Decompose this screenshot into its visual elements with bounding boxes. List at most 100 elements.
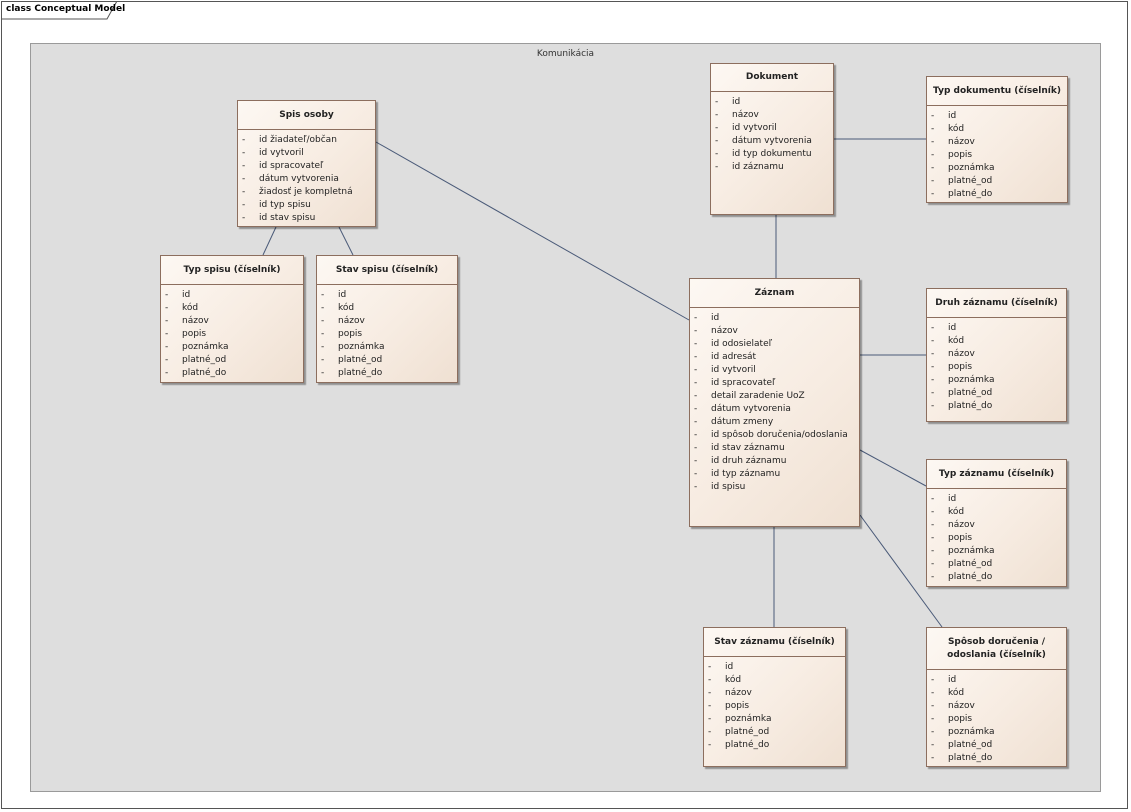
attribute-row: -popis bbox=[931, 714, 973, 724]
attribute-row: -id spôsob doručenia/odoslania bbox=[694, 430, 848, 440]
attribute-row: -id bbox=[931, 494, 957, 504]
link-spis-stav-spisu bbox=[338, 226, 354, 256]
package-title: Komunikácia bbox=[536, 49, 595, 59]
class-title: Záznam bbox=[690, 279, 859, 308]
class-title: Typ záznamu (číselník) bbox=[927, 460, 1066, 489]
attribute-row: -id bbox=[165, 290, 191, 300]
class-typ-dokumentu[interactable]: Typ dokumentu (číselník) -id -kód -názov… bbox=[926, 76, 1068, 203]
attribute-row: -platné_od bbox=[708, 727, 770, 737]
attribute-row: -platné_od bbox=[931, 388, 993, 398]
attribute-row: -platné_do bbox=[708, 740, 770, 750]
attribute-row: -názov bbox=[931, 137, 975, 147]
attribute-row: -popis bbox=[931, 362, 973, 372]
attribute-row: -platné_do bbox=[931, 572, 993, 582]
attribute-row: -poznámka bbox=[931, 375, 995, 385]
attribute-row: -platné_do bbox=[931, 753, 993, 763]
attribute-row: -id typ dokumentu bbox=[715, 149, 812, 159]
attribute-list: -id -kód -názov -popis -poznámka -platné… bbox=[927, 489, 1066, 584]
class-stav-zaznamu[interactable]: Stav záznamu (číselník) -id -kód -názov … bbox=[703, 627, 846, 767]
attribute-row: -popis bbox=[931, 150, 973, 160]
attribute-row: -poznámka bbox=[931, 727, 995, 737]
attribute-row: -id bbox=[694, 313, 720, 323]
attribute-row: -id stav spisu bbox=[242, 213, 316, 223]
class-title: Druh záznamu (číselník) bbox=[927, 289, 1066, 318]
attribute-row: -id bbox=[708, 662, 734, 672]
link-zaznam-sposob bbox=[859, 514, 943, 628]
attribute-row: -kód bbox=[931, 688, 965, 698]
class-zaznam[interactable]: Záznam -id -názov -id odosielateľ -id ad… bbox=[689, 278, 860, 527]
class-typ-spisu[interactable]: Typ spisu (číselník) -id -kód -názov -po… bbox=[160, 255, 304, 383]
attribute-row: -kód bbox=[165, 303, 199, 313]
attribute-row: -platné_od bbox=[165, 355, 227, 365]
class-title: Spôsob doručenia / odoslania (číselník) bbox=[927, 628, 1066, 670]
attribute-row: -kód bbox=[708, 675, 742, 685]
attribute-row: -dátum vytvorenia bbox=[242, 174, 339, 184]
link-zaznam-typ bbox=[859, 449, 927, 487]
attribute-row: -id druh záznamu bbox=[694, 456, 787, 466]
attribute-row: -id bbox=[321, 290, 347, 300]
attribute-row: -kód bbox=[931, 507, 965, 517]
attribute-row: -kód bbox=[321, 303, 355, 313]
attribute-row: -poznámka bbox=[931, 546, 995, 556]
attribute-row: -id stav záznamu bbox=[694, 443, 785, 453]
attribute-row: -názov bbox=[694, 326, 738, 336]
attribute-row: -platné_do bbox=[931, 189, 993, 199]
attribute-list: -id -kód -názov -popis -poznámka -platné… bbox=[704, 657, 845, 752]
attribute-row: -názov bbox=[931, 701, 975, 711]
attribute-list: -id -kód -názov -popis -poznámka -platné… bbox=[927, 670, 1066, 765]
attribute-row: -id typ záznamu bbox=[694, 469, 781, 479]
attribute-row: -žiadosť je kompletná bbox=[242, 187, 353, 197]
attribute-row: -platné_do bbox=[165, 368, 227, 378]
class-stav-spisu[interactable]: Stav spisu (číselník) -id -kód -názov -p… bbox=[316, 255, 458, 383]
class-title: Typ dokumentu (číselník) bbox=[927, 77, 1067, 106]
attribute-row: -popis bbox=[165, 329, 207, 339]
class-dokument[interactable]: Dokument -id -názov -id vytvoril -dátum … bbox=[710, 63, 834, 215]
class-title: Spis osoby bbox=[238, 101, 375, 130]
attribute-row: -id adresát bbox=[694, 352, 757, 362]
attribute-list: -id žiadateľ/občan -id vytvoril -id spra… bbox=[238, 130, 375, 225]
attribute-row: -detail zaradenie UoZ bbox=[694, 391, 805, 401]
attribute-row: -id vytvoril bbox=[715, 123, 777, 133]
class-spis-osoby[interactable]: Spis osoby -id žiadateľ/občan -id vytvor… bbox=[237, 100, 376, 227]
attribute-row: -dátum vytvorenia bbox=[715, 136, 812, 146]
attribute-row: -id spracovateľ bbox=[694, 378, 776, 388]
attribute-list: -id -názov -id vytvoril -dátum vytvoreni… bbox=[711, 92, 833, 174]
package-komunikacia[interactable]: Komunikácia bbox=[30, 43, 1101, 792]
attribute-row: -id odosielateľ bbox=[694, 339, 772, 349]
attribute-row: -id bbox=[715, 97, 741, 107]
attribute-row: -platné_od bbox=[321, 355, 383, 365]
attribute-row: -popis bbox=[931, 533, 973, 543]
attribute-row: -kód bbox=[931, 124, 965, 134]
attribute-row: -id záznamu bbox=[715, 162, 784, 172]
attribute-row: -poznámka bbox=[931, 163, 995, 173]
attribute-row: -id bbox=[931, 675, 957, 685]
attribute-row: -názov bbox=[931, 520, 975, 530]
class-title: Dokument bbox=[711, 64, 833, 92]
attribute-row: -id bbox=[931, 111, 957, 121]
attribute-list: -id -kód -názov -popis -poznámka -platné… bbox=[927, 318, 1066, 413]
attribute-row: -id spisu bbox=[694, 482, 746, 492]
attribute-row: -id žiadateľ/občan bbox=[242, 135, 337, 145]
attribute-row: -názov bbox=[321, 316, 365, 326]
attribute-row: -názov bbox=[931, 349, 975, 359]
class-title: Stav spisu (číselník) bbox=[317, 256, 457, 285]
attribute-list: -id -kód -názov -popis -poznámka -platné… bbox=[927, 106, 1067, 201]
attribute-list: -id -kód -názov -popis -poznámka -platné… bbox=[161, 285, 303, 380]
attribute-row: -názov bbox=[708, 688, 752, 698]
attribute-list: -id -kód -názov -popis -poznámka -platné… bbox=[317, 285, 457, 380]
link-spis-typ-spisu bbox=[262, 226, 277, 256]
attribute-row: -platné_do bbox=[321, 368, 383, 378]
attribute-list: -id -názov -id odosielateľ -id adresát -… bbox=[690, 308, 859, 494]
attribute-row: -id vytvoril bbox=[242, 148, 304, 158]
class-druh-zaznamu[interactable]: Druh záznamu (číselník) -id -kód -názov … bbox=[926, 288, 1067, 422]
attribute-row: -dátum zmeny bbox=[694, 417, 774, 427]
attribute-row: -kód bbox=[931, 336, 965, 346]
attribute-row: -platné_od bbox=[931, 559, 993, 569]
attribute-row: -platné_od bbox=[931, 740, 993, 750]
class-typ-zaznamu[interactable]: Typ záznamu (číselník) -id -kód -názov -… bbox=[926, 459, 1067, 587]
attribute-row: -id spracovateľ bbox=[242, 161, 324, 171]
class-sposob-dorucenia[interactable]: Spôsob doručenia / odoslania (číselník) … bbox=[926, 627, 1067, 767]
attribute-row: -popis bbox=[708, 701, 750, 711]
class-title: Typ spisu (číselník) bbox=[161, 256, 303, 285]
